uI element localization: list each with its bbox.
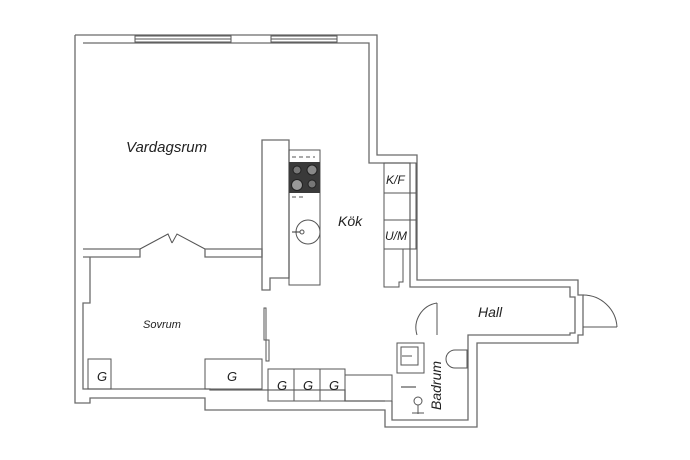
room-label-kitchen: Kök <box>338 213 363 229</box>
toilet-icon <box>445 349 468 369</box>
wardrobe-label: G <box>277 378 287 393</box>
kitchen-wall <box>261 139 290 291</box>
wardrobe-row <box>267 368 393 402</box>
sink-icon <box>292 219 321 245</box>
outer-wall <box>74 34 584 428</box>
interior-wall <box>83 248 141 258</box>
room-label-hall: Hall <box>478 304 503 320</box>
stove-icon <box>289 162 320 193</box>
wardrobe-label: G <box>97 369 107 384</box>
wardrobe-label: G <box>303 378 313 393</box>
room-label-living: Vardagsrum <box>126 139 207 156</box>
kitchen-cabinets <box>383 162 417 288</box>
shower-icon <box>412 396 424 414</box>
inner-wall <box>83 42 576 421</box>
dishwasher-label: U/M <box>385 229 407 243</box>
wardrobe <box>87 358 112 390</box>
room-label-bathroom: Badrum <box>428 361 444 410</box>
sliding-door <box>263 307 270 362</box>
wardrobe <box>204 358 263 390</box>
room-label-bedroom: Sovrum <box>143 319 181 331</box>
wardrobe-label: G <box>227 369 237 384</box>
interior-wall <box>204 248 263 258</box>
entrance-door <box>582 294 618 328</box>
washbasin-icon <box>396 342 425 374</box>
wardrobe-label: G <box>329 378 339 393</box>
kitchen-counter <box>288 149 321 286</box>
window <box>270 35 338 43</box>
fridge-freezer-label: K/F <box>386 173 405 187</box>
double-door <box>139 233 206 250</box>
window <box>134 35 232 43</box>
bathroom-door <box>415 302 438 336</box>
